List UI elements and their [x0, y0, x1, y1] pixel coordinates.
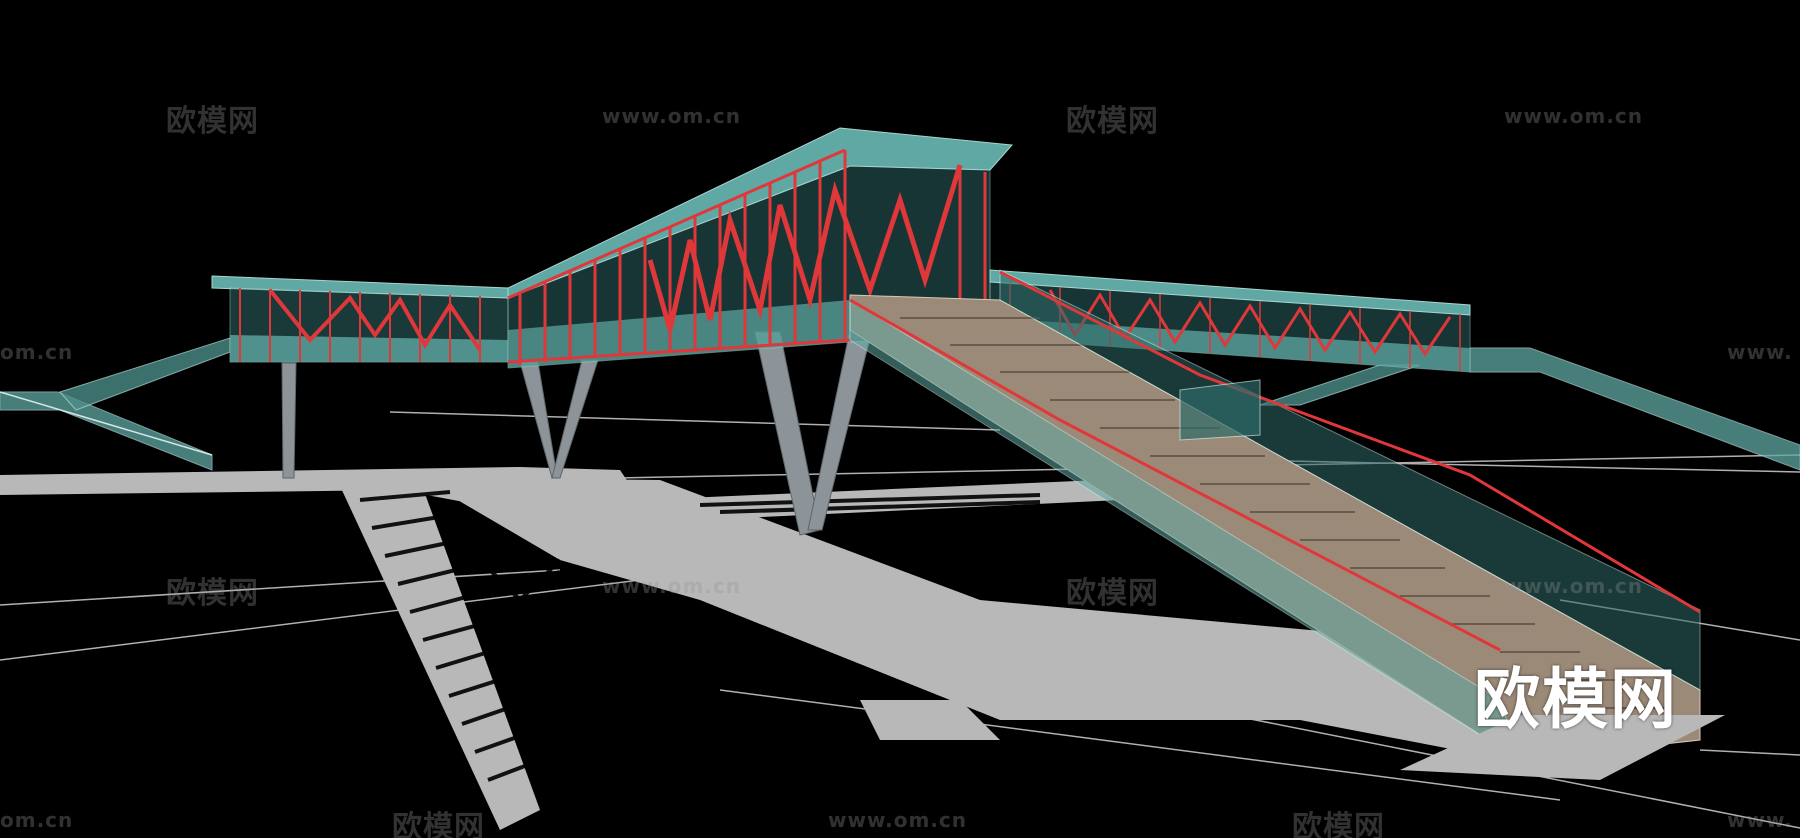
shadow-hatching: [359, 490, 1041, 782]
support-pillars: [281, 329, 873, 536]
stair-shadow-edge: [1400, 715, 1725, 780]
left-stairs: [0, 337, 231, 471]
main-staircase: [849, 269, 1701, 762]
right-deck: [989, 269, 1471, 373]
left-deck: [211, 275, 509, 363]
watermark-brand-large: 欧模网: [1474, 661, 1678, 738]
